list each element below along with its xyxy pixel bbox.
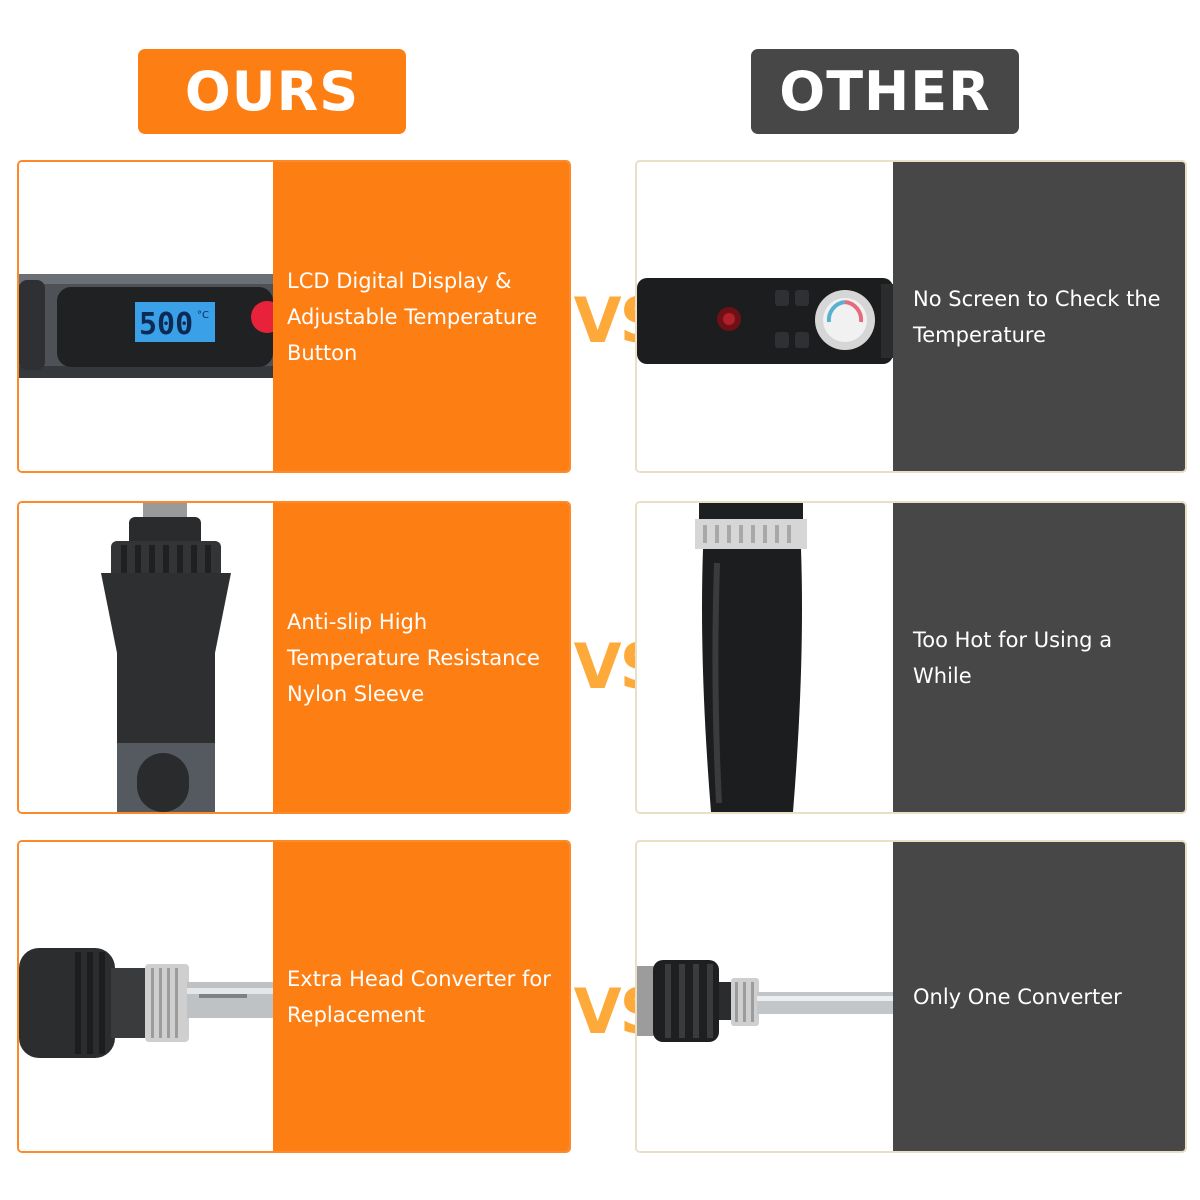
other-header-label: OTHER: [779, 60, 991, 123]
ours-feature-text: Extra Head Converter for Replacement: [287, 966, 551, 1027]
ours-text-panel: Anti-slip High Temperature Resistance Ny…: [273, 503, 569, 812]
other-feature-text: Too Hot for Using a While: [913, 627, 1113, 688]
other-converter-photo: [637, 842, 893, 1151]
ours-text-panel: Extra Head Converter for Replacement: [273, 842, 569, 1151]
other-sleeve-photo: [637, 503, 893, 812]
ours-card-sleeve: Anti-slip High Temperature Resistance Ny…: [17, 501, 571, 814]
ours-feature-text: LCD Digital Display & Adjustable Tempera…: [287, 268, 538, 365]
ours-feature-text: Anti-slip High Temperature Resistance Ny…: [287, 609, 540, 706]
ours-card-converter: Extra Head Converter for Replacement: [17, 840, 571, 1153]
other-text-panel: Only One Converter: [893, 842, 1185, 1151]
other-card-display: No Screen to Check the Temperature: [635, 160, 1187, 473]
ours-converter-photo: [19, 842, 273, 1151]
ours-sleeve-photo: [19, 503, 273, 812]
ours-header-badge: OURS: [138, 49, 406, 134]
other-header-badge: OTHER: [751, 49, 1019, 134]
ours-text-panel: LCD Digital Display & Adjustable Tempera…: [273, 162, 569, 471]
other-card-converter: Only One Converter: [635, 840, 1187, 1153]
ours-card-display: 500 °C LCD Digital Display & Adjustable …: [17, 160, 571, 473]
other-feature-text: No Screen to Check the Temperature: [913, 286, 1161, 347]
lcd-unit: °C: [197, 310, 209, 321]
lcd-reading: 500: [139, 307, 193, 342]
other-text-panel: No Screen to Check the Temperature: [893, 162, 1185, 471]
other-text-panel: Too Hot for Using a While: [893, 503, 1185, 812]
temperature-button-icon: [251, 301, 273, 333]
other-display-photo: [637, 162, 893, 471]
lcd-screen: [135, 302, 215, 342]
ours-display-photo: 500 °C: [19, 162, 273, 471]
other-feature-text: Only One Converter: [913, 984, 1122, 1009]
ours-header-label: OURS: [184, 60, 360, 123]
other-card-sleeve: Too Hot for Using a While: [635, 501, 1187, 814]
